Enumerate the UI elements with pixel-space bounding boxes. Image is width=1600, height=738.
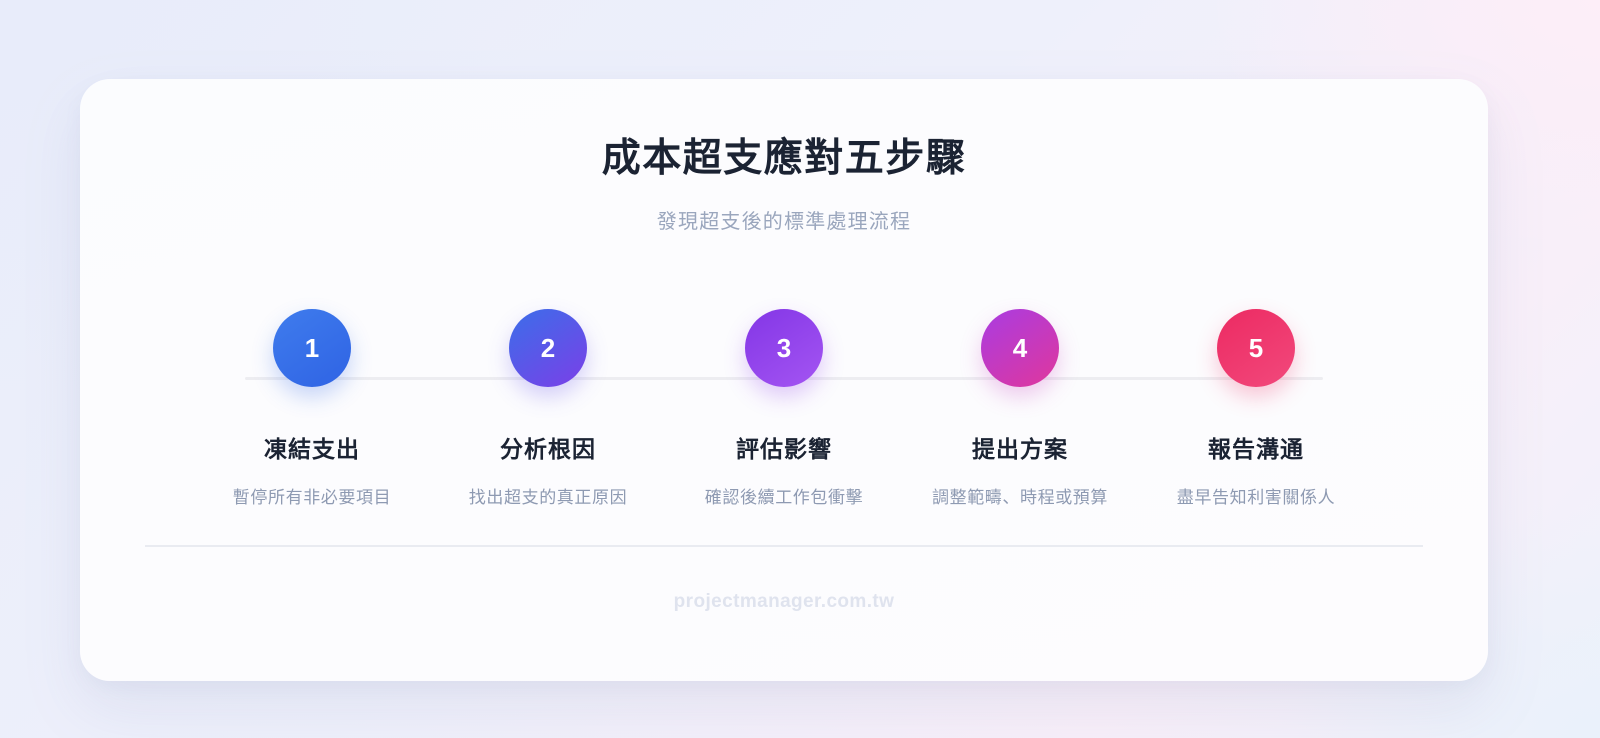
step-number-badge-3: 3 [745, 309, 823, 387]
step-item-4[interactable]: 4 提出方案 調整範疇、時程或預算 [916, 309, 1124, 508]
step-number-2: 2 [540, 333, 556, 363]
steps-section: 1 凍結支出 暫停所有非必要項目 2 分析根因 找出超支的真正原因 3 [80, 309, 1488, 579]
step-number-4: 4 [1012, 333, 1028, 363]
step-label-3: 評估影響 [736, 436, 832, 462]
brand-footer: projectmanager.com.tw [673, 591, 895, 612]
step-number-badge-1: 1 [273, 309, 351, 387]
card-header: 成本超支應對五步驟 發現超支後的標準處理流程 [80, 79, 1488, 234]
step-number-badge-5: 5 [1217, 309, 1295, 387]
steps-list: 1 凍結支出 暫停所有非必要項目 2 分析根因 找出超支的真正原因 3 [80, 309, 1488, 579]
step-label-4: 提出方案 [972, 436, 1068, 462]
step-item-1[interactable]: 1 凍結支出 暫停所有非必要項目 [208, 309, 416, 508]
step-number-badge-4: 4 [981, 309, 1059, 387]
step-label-1: 凍結支出 [264, 436, 360, 462]
step-number-5: 5 [1248, 333, 1264, 363]
infographic-card: 成本超支應對五步驟 發現超支後的標準處理流程 1 凍結支出 暫停所有非必要項目 … [80, 79, 1488, 681]
page-subtitle: 發現超支後的標準處理流程 [656, 210, 912, 233]
step-description-4: 調整範疇、時程或預算 [932, 488, 1108, 507]
card-inner: 成本超支應對五步驟 發現超支後的標準處理流程 1 凍結支出 暫停所有非必要項目 … [80, 79, 1488, 681]
page-title: 成本超支應對五步驟 [601, 137, 967, 180]
step-item-3[interactable]: 3 評估影響 確認後續工作包衝擊 [680, 309, 888, 508]
step-number-3: 3 [776, 333, 792, 363]
step-item-2[interactable]: 2 分析根因 找出超支的真正原因 [444, 309, 652, 508]
step-number-badge-2: 2 [509, 309, 587, 387]
step-description-2: 找出超支的真正原因 [468, 488, 628, 507]
step-description-5: 盡早告知利害關係人 [1176, 488, 1336, 507]
step-item-5[interactable]: 5 報告溝通 盡早告知利害關係人 [1152, 309, 1360, 508]
step-description-3: 確認後續工作包衝擊 [704, 488, 864, 507]
footer-divider [145, 545, 1423, 547]
step-description-1: 暫停所有非必要項目 [232, 488, 392, 507]
step-number-1: 1 [304, 333, 320, 363]
step-label-2: 分析根因 [500, 436, 596, 462]
step-label-5: 報告溝通 [1208, 436, 1304, 462]
